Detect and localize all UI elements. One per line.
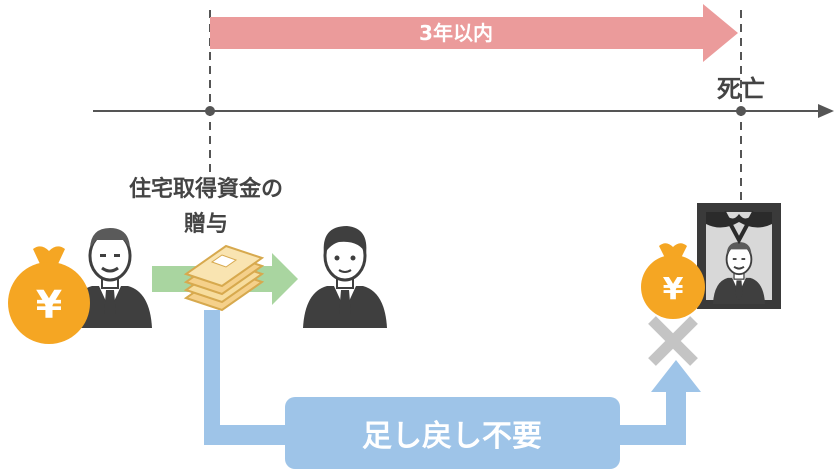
- result-box: [285, 397, 620, 469]
- timeline-arrowhead: [818, 104, 834, 118]
- cross-mark-icon: [648, 316, 698, 366]
- period-arrow: [210, 4, 738, 62]
- death-label: 死亡: [717, 75, 765, 103]
- result-label: 足し戻し不要: [362, 419, 542, 454]
- flow-arrow: [204, 310, 701, 445]
- death-date-marker: [736, 106, 746, 116]
- young-man-icon: [301, 226, 389, 330]
- money-bag-icon: ¥: [8, 246, 90, 344]
- gift-date-marker: [205, 106, 215, 116]
- period-label: 3年以内: [419, 21, 493, 45]
- gift-label-line2: 贈与: [184, 211, 228, 237]
- money-bag-icon-right: ¥: [641, 243, 705, 319]
- gift-label-line1: 住宅取得資金の: [129, 176, 283, 202]
- elderly-man-icon: [66, 228, 154, 330]
- money-bag-symbol-right: ¥: [663, 272, 684, 307]
- memorial-portrait-icon: [697, 203, 781, 309]
- cash-bundle-icon: [183, 244, 265, 312]
- money-bag-symbol: ¥: [36, 283, 62, 327]
